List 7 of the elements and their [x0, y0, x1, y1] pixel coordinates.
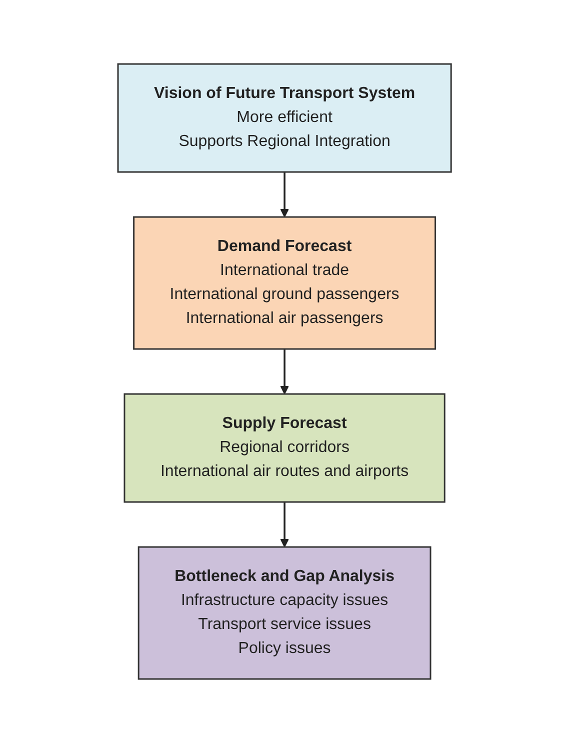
node-box: Bottleneck and Gap Analysis Infrastructure capacity issues Transport service issues Policy issues: [138, 546, 432, 680]
arrow: [280, 172, 290, 218]
node-box: Vision of Future Transport System More efficient Supports Regional Integration: [118, 63, 452, 173]
node-box: Demand Forecast International trade International ground passengers International air passengers: [134, 216, 436, 350]
node-box: Supply Forecast Regional corridors International air routes and airports: [124, 393, 446, 503]
arrow: [280, 502, 290, 548]
arrow: [280, 349, 290, 394]
